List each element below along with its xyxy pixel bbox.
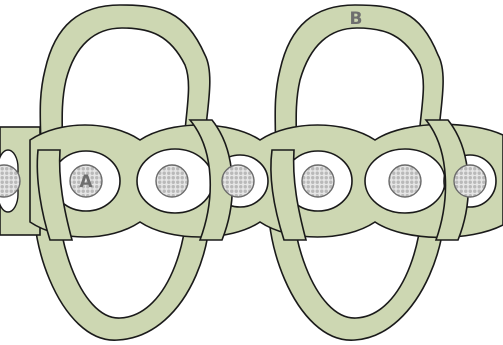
wire-cross-sections bbox=[0, 164, 487, 198]
loop-b-left-cross bbox=[270, 149, 308, 241]
wire-bundle bbox=[388, 164, 422, 198]
loop-a-left-cross bbox=[36, 149, 74, 241]
wire-bundle bbox=[69, 164, 103, 198]
loop-b-right-cross bbox=[424, 119, 470, 241]
label-a: A bbox=[79, 172, 93, 192]
loop-a-right-cross bbox=[188, 119, 234, 241]
label-b: B bbox=[350, 9, 363, 29]
loop-overlays bbox=[36, 119, 470, 241]
wire-bundle bbox=[453, 164, 487, 198]
wire-bundle bbox=[155, 164, 189, 198]
wire-bundle bbox=[301, 164, 335, 198]
wire-bundle bbox=[0, 164, 21, 198]
wire-bundle bbox=[221, 164, 255, 198]
